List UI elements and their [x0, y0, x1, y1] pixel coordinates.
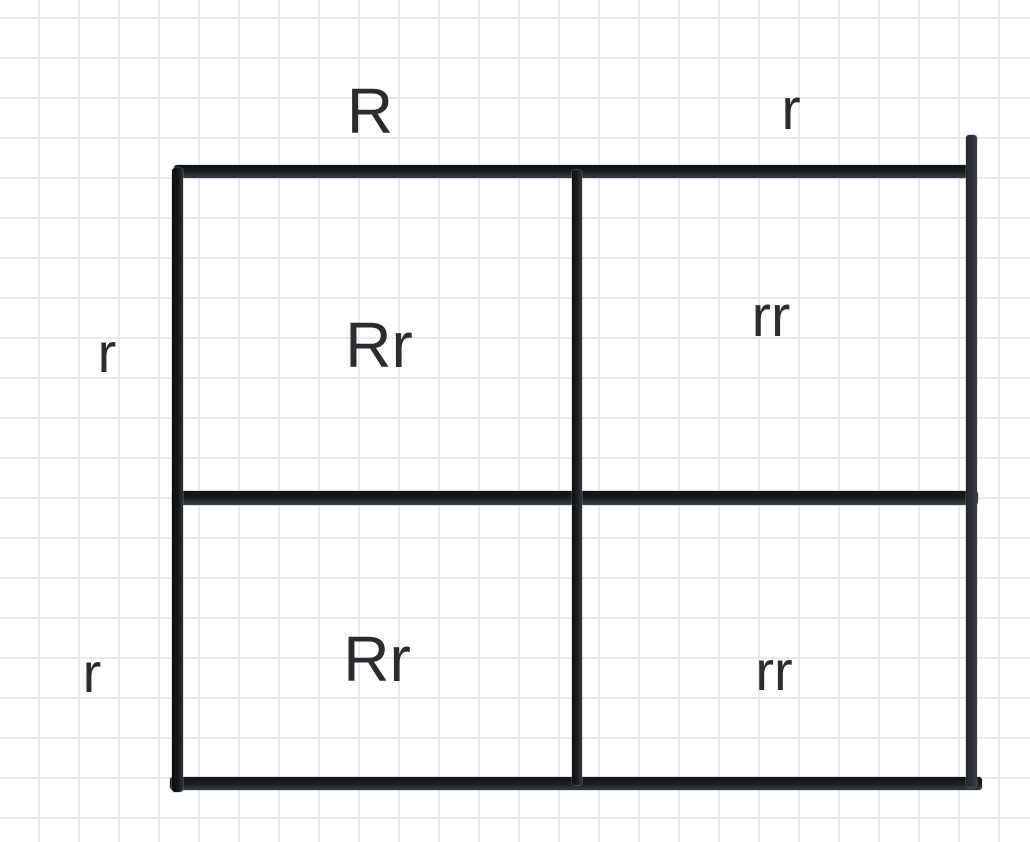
punnett-cell-genotype: rr — [755, 639, 793, 702]
punnett-right-border — [966, 135, 977, 787]
column-header-allele: R — [346, 75, 394, 147]
row-header-allele: r — [97, 321, 117, 384]
row-header-allele: r — [82, 641, 102, 704]
punnett-cell-genotype: Rr — [343, 623, 411, 695]
punnett-cell-genotype: rr — [751, 284, 791, 349]
punnett-left-border — [172, 168, 183, 792]
punnett-cell-genotype: Rr — [345, 309, 413, 381]
punnett-middle-vertical — [572, 170, 582, 785]
column-header-allele: r — [781, 77, 801, 142]
